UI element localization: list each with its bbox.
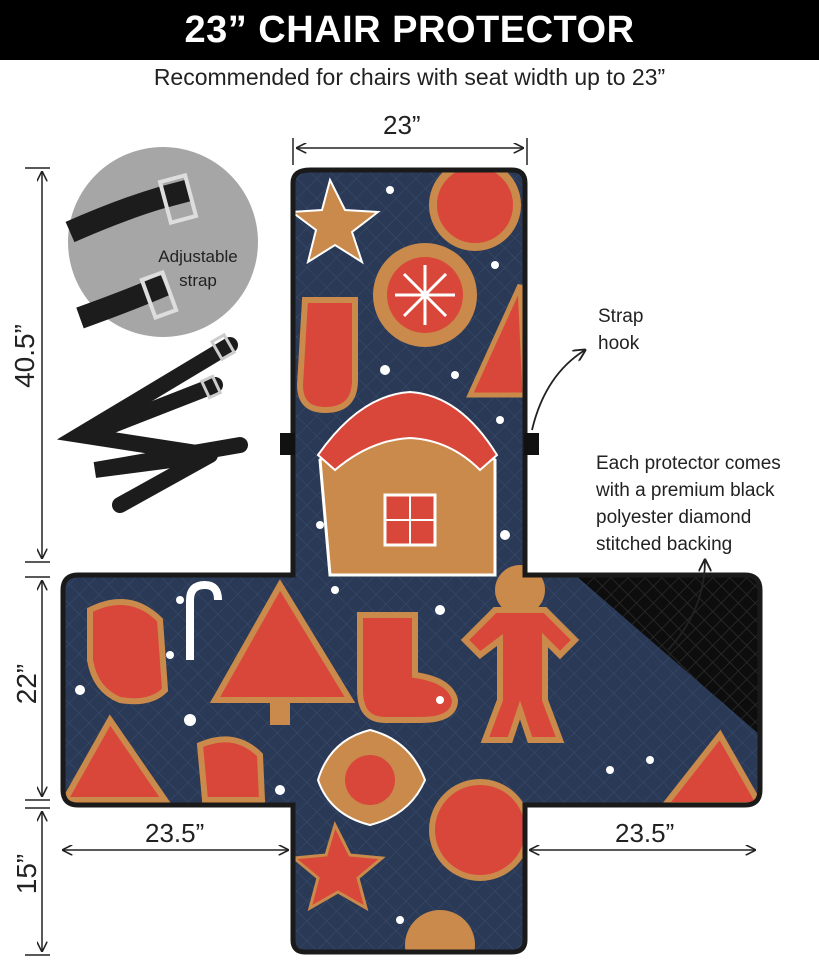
gingerbread-pattern <box>63 170 760 952</box>
right-arm-width-label: 23.5” <box>615 818 675 848</box>
strap-detail-circle <box>65 147 258 337</box>
left-strap-hook <box>280 433 295 455</box>
left-arm-width-label: 23.5” <box>145 818 205 848</box>
top-width-label: 23” <box>383 110 421 140</box>
callout-arrows <box>531 350 705 651</box>
right-strap-hook <box>524 433 539 455</box>
title-banner: 23” CHAIR PROTECTOR <box>0 0 819 60</box>
backing-note: Each protector comes with a premium blac… <box>596 453 781 555</box>
strap-hook-label: Strap hook <box>598 306 644 354</box>
subtitle: Recommended for chairs with seat width u… <box>153 64 666 90</box>
dimension-lines <box>25 138 755 956</box>
adjustable-strap-label: Adjustable strap <box>158 247 238 290</box>
loose-strap <box>56 337 248 513</box>
front-height-label: 15” <box>11 853 42 895</box>
back-height-label: 40.5” <box>9 324 40 388</box>
page-title: 23” CHAIR PROTECTOR <box>184 8 635 51</box>
seat-height-label: 22” <box>11 663 42 705</box>
protector-shape <box>60 167 763 955</box>
